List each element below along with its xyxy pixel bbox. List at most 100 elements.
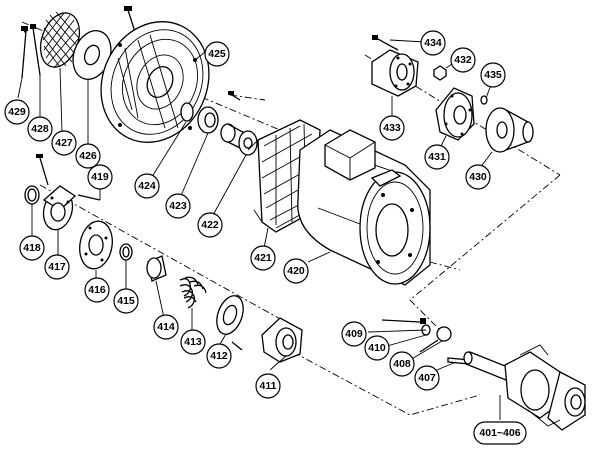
callout-413: 413 bbox=[180, 329, 206, 355]
callout-label: 409 bbox=[345, 328, 363, 340]
callout-label: 426 bbox=[79, 150, 97, 162]
callout-label: 424 bbox=[138, 180, 156, 192]
part-423-bearing bbox=[197, 91, 241, 134]
callout-425: 425 bbox=[204, 41, 230, 67]
callout-label: 431 bbox=[428, 151, 446, 163]
callout-435: 435 bbox=[480, 62, 506, 88]
part-408-plug bbox=[419, 326, 452, 353]
callout-label: 408 bbox=[393, 358, 411, 370]
part-411-casing bbox=[261, 317, 303, 363]
callout-410: 410 bbox=[364, 335, 390, 361]
part-433-flange bbox=[371, 49, 419, 97]
callout-label: 411 bbox=[260, 380, 277, 392]
part-435-washer bbox=[480, 95, 488, 105]
callout-bubble bbox=[480, 62, 506, 88]
callout-label: 412 bbox=[210, 350, 228, 362]
callout-label: 432 bbox=[454, 54, 472, 66]
callout-422: 422 bbox=[197, 212, 223, 238]
part-418-snap-ring bbox=[24, 185, 40, 205]
callout-bubble bbox=[51, 130, 77, 156]
callout-bubble bbox=[255, 373, 281, 399]
callout-label: 422 bbox=[201, 219, 219, 231]
callout-label: 410 bbox=[368, 342, 386, 354]
callout-bubble bbox=[19, 235, 45, 261]
part-420-stator-housing bbox=[297, 129, 431, 286]
callout-bubble bbox=[27, 116, 53, 142]
callout-bubble bbox=[44, 254, 70, 280]
callout-bubble bbox=[364, 335, 390, 361]
callout-401: 401~406 bbox=[473, 421, 527, 445]
callout-bubble bbox=[341, 321, 367, 347]
part-413-spring bbox=[179, 276, 207, 309]
callout-bubble bbox=[75, 143, 101, 169]
callout-label: 427 bbox=[55, 137, 73, 149]
callout-421: 421 bbox=[250, 245, 276, 271]
part-417-bearing-holder bbox=[42, 185, 77, 231]
callout-416: 416 bbox=[84, 277, 110, 303]
callout-419: 419 bbox=[87, 164, 113, 190]
callout-432: 432 bbox=[450, 47, 476, 73]
part-431-coupling bbox=[435, 87, 475, 141]
part-428-stud bbox=[30, 24, 41, 76]
callout-label: 433 bbox=[383, 122, 401, 134]
callout-417: 417 bbox=[44, 254, 70, 280]
part-419-screw bbox=[36, 154, 101, 201]
callout-411: 411 bbox=[255, 373, 281, 399]
callout-bubble bbox=[134, 173, 160, 199]
callout-bubble bbox=[379, 115, 405, 141]
callout-414: 414 bbox=[153, 314, 179, 340]
callout-label: 413 bbox=[184, 336, 202, 348]
callout-label: 419 bbox=[91, 171, 109, 183]
callout-bubble bbox=[450, 47, 476, 73]
callout-label: 401~406 bbox=[479, 427, 520, 439]
callout-418: 418 bbox=[19, 235, 45, 261]
part-415-o-ring bbox=[119, 243, 133, 261]
callout-bubble bbox=[424, 144, 450, 170]
callout-bubble bbox=[420, 30, 446, 56]
callout-434: 434 bbox=[420, 30, 446, 56]
callout-label: 418 bbox=[23, 242, 41, 254]
part-432-nut bbox=[433, 65, 447, 81]
callout-label: 430 bbox=[469, 171, 487, 183]
part-429-screw bbox=[21, 26, 29, 79]
part-434-screw bbox=[372, 35, 399, 51]
callout-bubble bbox=[165, 193, 191, 219]
part-414-bushing bbox=[146, 255, 167, 282]
callout-bubble bbox=[283, 258, 309, 284]
callout-424: 424 bbox=[134, 173, 160, 199]
callout-bubble bbox=[206, 343, 232, 369]
callout-label: 423 bbox=[169, 200, 187, 212]
part-422-shaft-sleeve bbox=[220, 123, 258, 156]
callout-bubble bbox=[180, 329, 206, 355]
part-430-hub bbox=[485, 107, 534, 153]
callout-412: 412 bbox=[206, 343, 232, 369]
callout-423: 423 bbox=[165, 193, 191, 219]
callout-427: 427 bbox=[51, 130, 77, 156]
callout-label: 429 bbox=[8, 106, 26, 118]
callout-bubble bbox=[473, 421, 527, 445]
callout-bubble bbox=[153, 314, 179, 340]
callout-430: 430 bbox=[465, 164, 491, 190]
callout-bubble bbox=[84, 277, 110, 303]
part-401-406-shaft-assembly bbox=[463, 344, 586, 431]
callout-426: 426 bbox=[75, 143, 101, 169]
callout-label: 415 bbox=[117, 295, 135, 307]
callout-bubble bbox=[87, 164, 113, 190]
callout-label: 420 bbox=[287, 265, 305, 277]
callout-428: 428 bbox=[27, 116, 53, 142]
callout-label: 416 bbox=[88, 284, 106, 296]
leader-lines bbox=[17, 39, 501, 420]
callout-415: 415 bbox=[113, 288, 139, 314]
callout-bubble bbox=[113, 288, 139, 314]
part-409-bolt bbox=[381, 318, 426, 324]
callout-407: 407 bbox=[414, 365, 440, 391]
callout-bubble bbox=[4, 99, 30, 125]
callout-label: 434 bbox=[424, 37, 442, 49]
callout-label: 435 bbox=[484, 69, 502, 81]
part-412-seal bbox=[216, 295, 244, 351]
callout-420: 420 bbox=[283, 258, 309, 284]
callout-bubble bbox=[197, 212, 223, 238]
